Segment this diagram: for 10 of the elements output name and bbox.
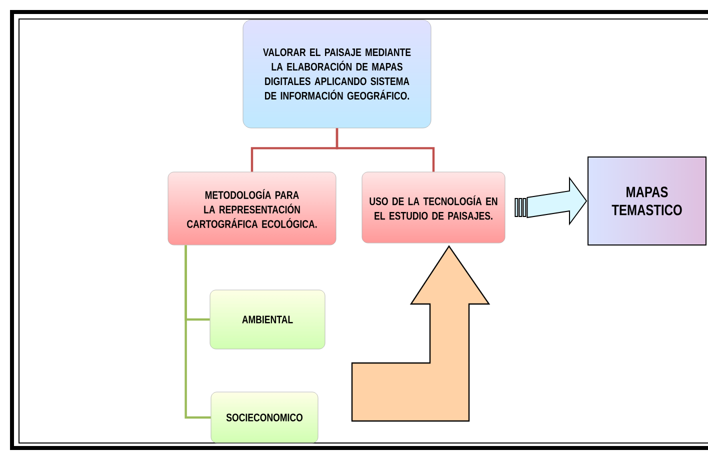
result-box: MAPAS TEMASTICO <box>588 156 706 246</box>
category-box: SOCIECONOMICO <box>210 392 318 444</box>
block-arrow <box>514 176 588 226</box>
category-box: AMBIENTAL <box>210 290 326 350</box>
bent-arrow <box>351 245 490 422</box>
goal-box: VALORAR EL PAISAJE MEDIANTE LA ELABORACIÓN DE MAPAS DIGITALES APLICANDO SISTEMA DE INFORMACIÓN GEOGRÁFICO. <box>242 20 432 128</box>
connector-line <box>184 245 211 419</box>
topic-box: METODOLOGÍA PARA LA REPRESENTACIÓN CARTOGRÁFICA ECOLÓGICA. <box>168 172 336 246</box>
topic-box: USO DE LA TECNOLOGÍA EN EL ESTUDIO DE PAISAJES. <box>362 172 506 244</box>
connector-line <box>336 128 435 172</box>
